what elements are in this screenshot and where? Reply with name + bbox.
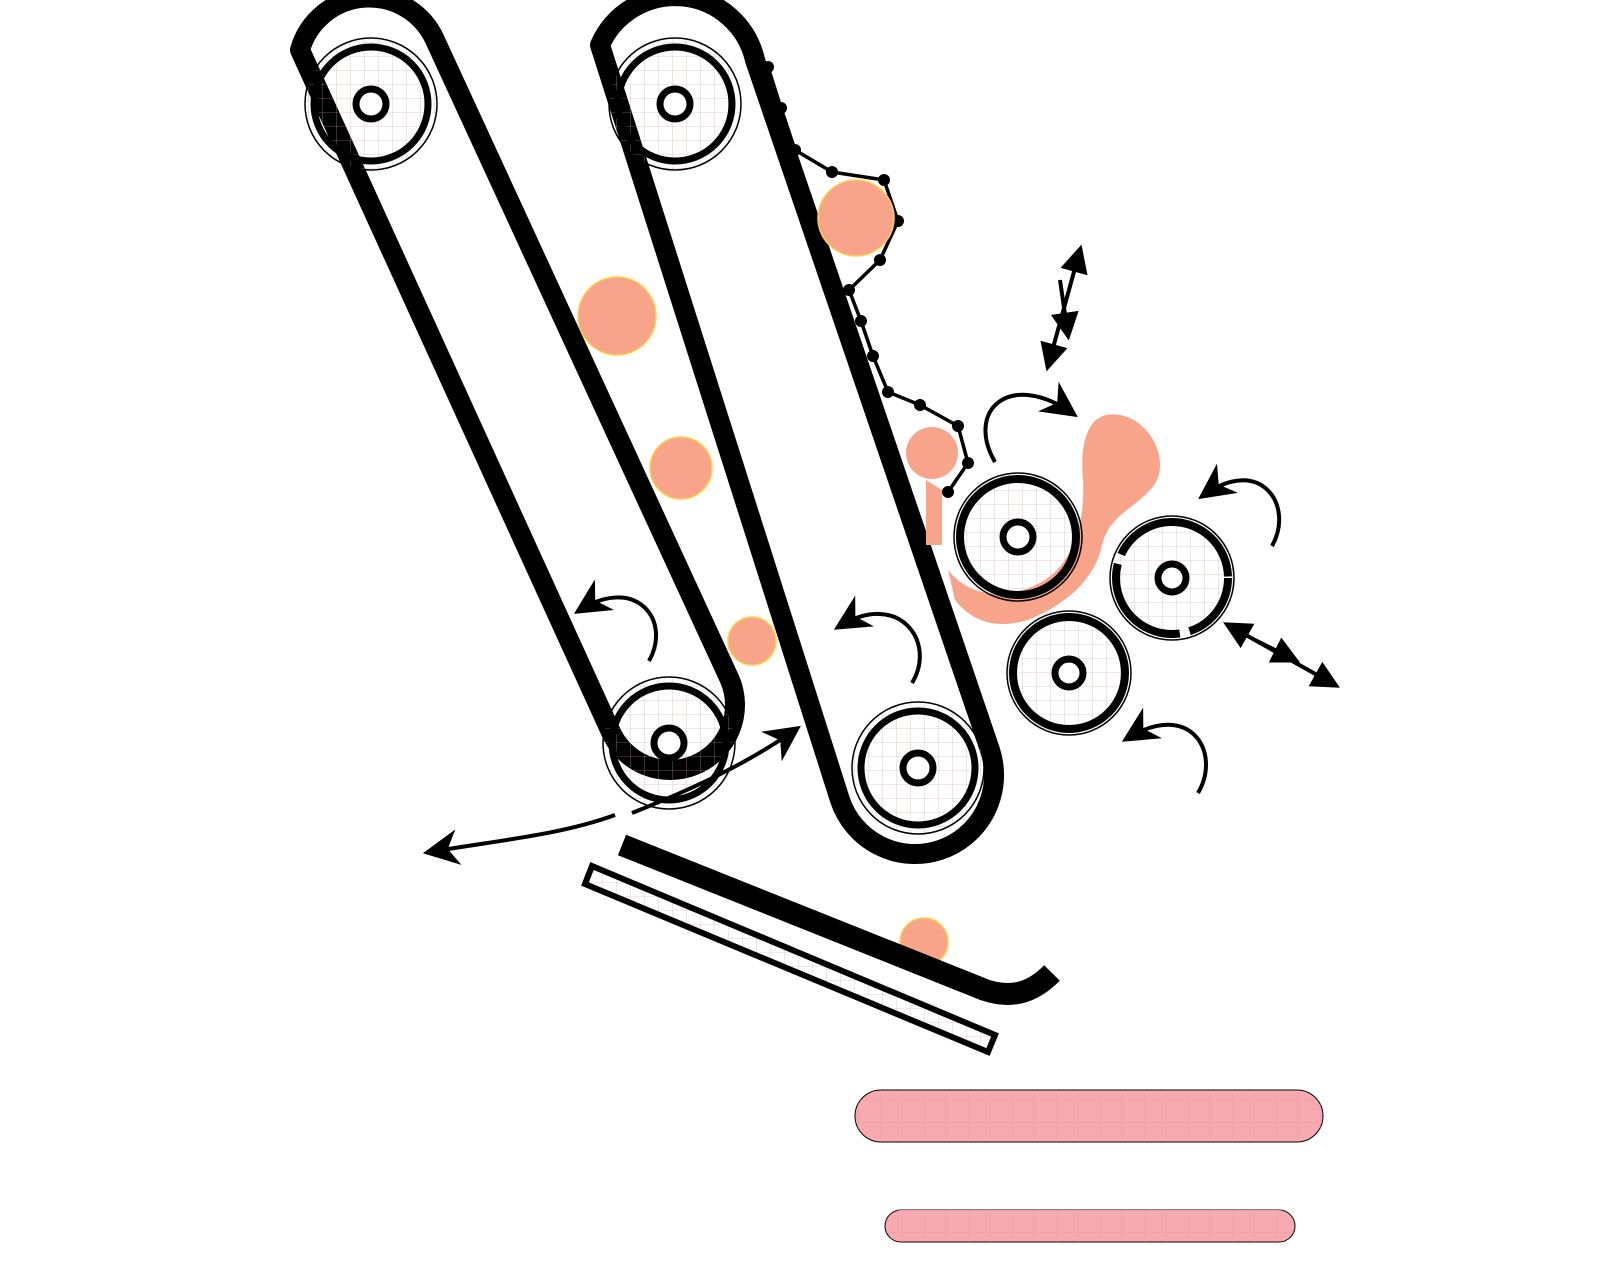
chain-linkage	[731, 23, 974, 498]
particle	[577, 276, 657, 356]
particle	[817, 179, 895, 257]
double-arrow-icon	[1254, 637, 1301, 663]
double-arrows	[1040, 244, 1340, 688]
rotation-arrow-icon	[833, 595, 922, 685]
right-belt-top-pulley	[608, 37, 742, 171]
rotation-arrow-icon	[573, 579, 659, 662]
particle	[727, 616, 777, 666]
left-belt-top-pulley	[304, 37, 438, 171]
output-strips	[854, 1089, 1324, 1243]
double-arrow-icon	[1050, 279, 1079, 341]
direction-arrow-icon	[422, 813, 616, 865]
rotation-arrow-icon	[1121, 707, 1208, 795]
rotation-arrow-icon	[1198, 463, 1282, 547]
left-belt-conveyor	[290, 0, 745, 810]
slide-chute	[581, 834, 1060, 1056]
rotation-arrow-icon	[983, 381, 1078, 463]
right-belt	[590, 0, 1004, 864]
right-belt-bottom-pulley	[851, 701, 985, 835]
rotation-arrows	[573, 381, 1282, 795]
roller-1	[953, 472, 1083, 602]
particles	[577, 179, 949, 967]
material-stream	[906, 414, 1161, 624]
direction-arrows	[422, 725, 801, 865]
roller-2	[1109, 515, 1235, 641]
right-belt-conveyor	[590, 0, 1004, 864]
direction-arrow-icon	[631, 725, 801, 815]
particle	[649, 436, 713, 500]
left-belt-bottom-pulley	[602, 676, 736, 810]
roller-3	[1006, 610, 1132, 736]
